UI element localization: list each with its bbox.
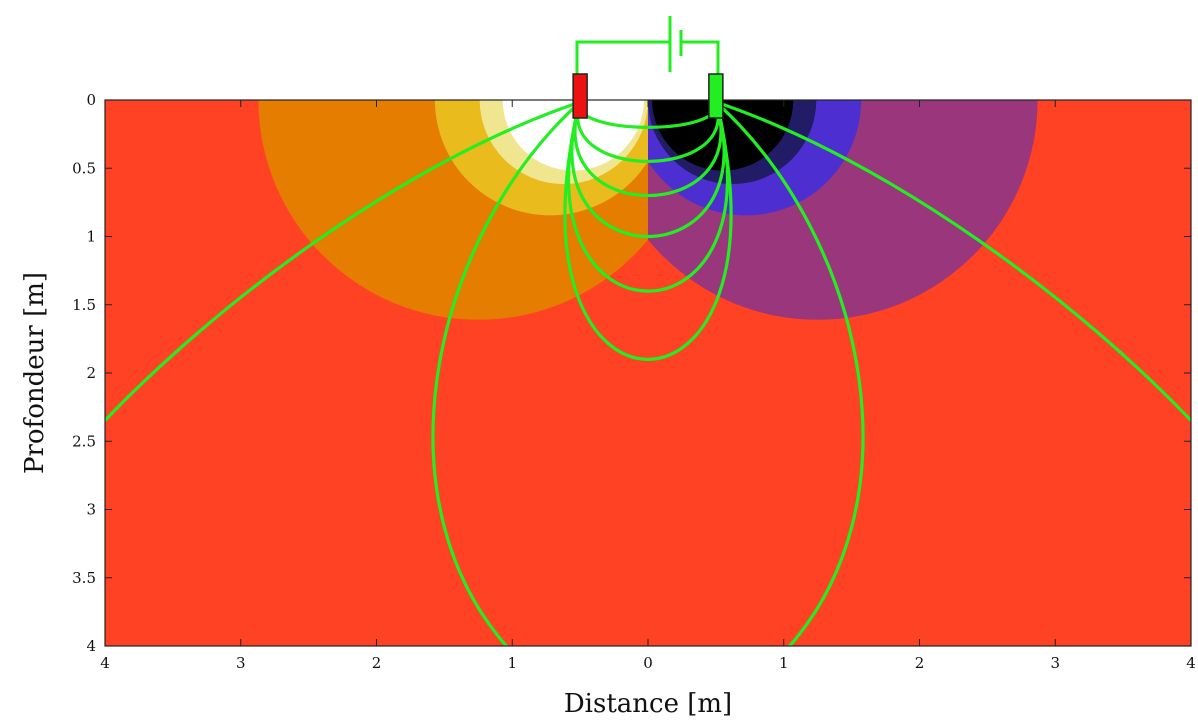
current-line-loop (573, 101, 723, 198)
current-line-flank-right (715, 100, 1191, 423)
circuit-wire-left (575, 40, 670, 75)
x-tick-label: 0 (643, 654, 653, 672)
y-axis: 0 0.5 1 1.5 2 2.5 3 3.5 4 (72, 91, 1191, 655)
current-line-loop (570, 101, 726, 238)
electrode-positive (572, 73, 588, 119)
y-tick-label: 3 (86, 501, 96, 519)
plot-area (104, 99, 1192, 647)
x-axis: 4 3 2 1 0 1 2 3 4 (100, 100, 1196, 672)
x-tick-label: 2 (915, 654, 925, 672)
x-tick-label: 1 (507, 654, 517, 672)
x-tick-label: 3 (236, 654, 246, 672)
current-line-loop (576, 101, 720, 163)
y-tick-label: 3.5 (72, 569, 96, 587)
current-line-deep-left (431, 100, 582, 646)
circuit-wire-right (681, 40, 720, 75)
y-tick-label: 2 (86, 364, 96, 382)
y-tick-label: 2.5 (72, 432, 96, 450)
x-tick-label: 3 (1050, 654, 1060, 672)
x-axis-title: Distance [m] (564, 689, 732, 719)
x-tick-label: 4 (1186, 654, 1196, 672)
y-tick-label: 1 (86, 228, 96, 246)
x-tick-label: 4 (100, 654, 110, 672)
x-tick-label: 2 (372, 654, 382, 672)
y-tick-label: 4 (86, 637, 96, 655)
x-tick-label: 1 (779, 654, 789, 672)
current-line-loop (563, 101, 733, 361)
y-tick-label: 0 (86, 91, 96, 109)
potential-fields (258, 100, 1038, 320)
y-axis-title: Profondeur [m] (20, 272, 50, 474)
y-tick-label: 1.5 (72, 296, 96, 314)
y-tick-label: 0.5 (72, 159, 96, 177)
battery-circuit (575, 16, 720, 75)
electrode-negative (708, 73, 724, 119)
current-lines (105, 100, 1191, 646)
current-line-deep-right (714, 100, 865, 646)
electrodes (572, 73, 724, 119)
current-line-loop (567, 101, 729, 293)
current-line-flank-left (105, 100, 581, 423)
